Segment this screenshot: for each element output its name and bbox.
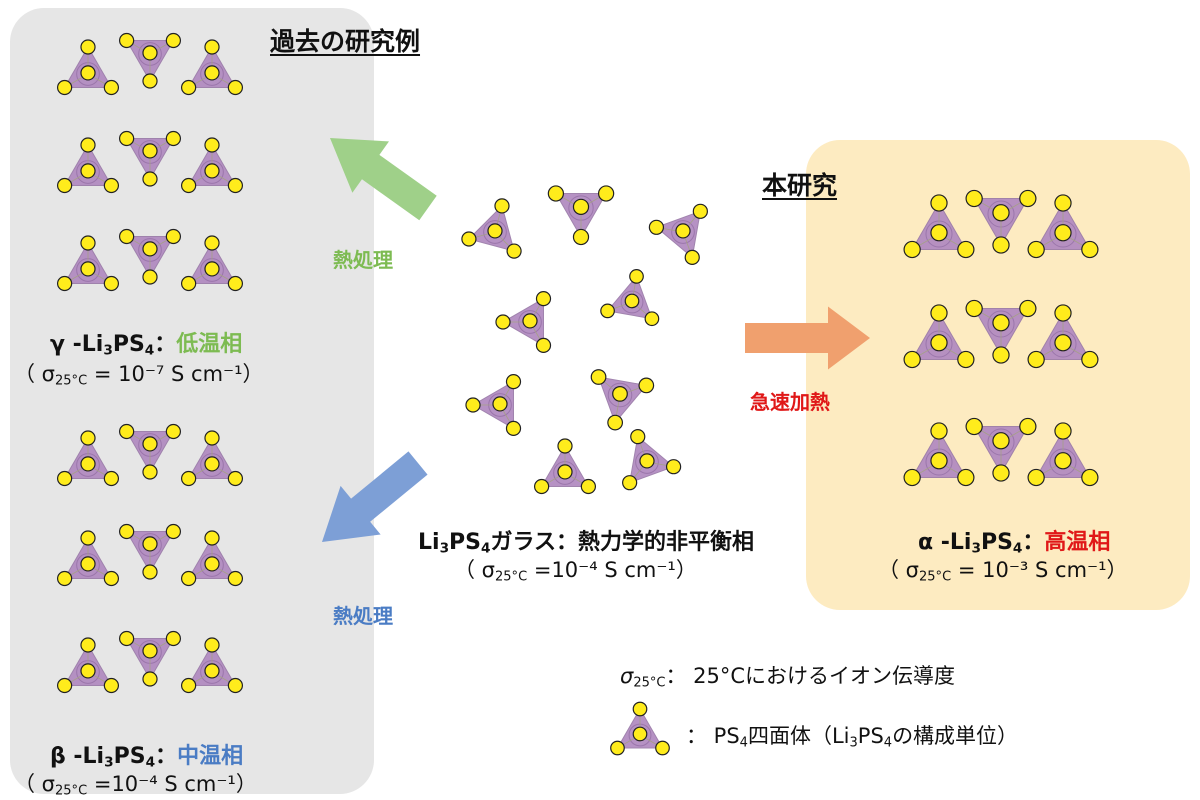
this-study-heading: 本研究 [762, 171, 838, 200]
tetrahedron-icon [965, 189, 1037, 254]
tetrahedron-icon [118, 423, 182, 480]
tetrahedron-icon [495, 290, 552, 354]
past-study-heading: 過去の研究例 [270, 27, 421, 56]
beta-conductivity: （ σ25°C =10⁻⁴ S cm⁻¹） [14, 772, 257, 799]
tetrahedron-icon [180, 235, 244, 292]
tetrahedron-icon [622, 429, 682, 491]
tetrahedron-icon [56, 137, 120, 194]
gamma-phase-name: 低温相 [176, 332, 243, 357]
alpha-phase-caption: α -Li3PS4：高温相 [918, 530, 1111, 557]
tetrahedron-icon [118, 32, 182, 89]
tetrahedron-icon [56, 637, 120, 694]
heat-treatment-label-top: 熱処理 [333, 248, 393, 272]
tetrahedron-icon [180, 637, 244, 694]
tetrahedron-icon [600, 269, 660, 327]
tetrahedron-icon [56, 235, 120, 292]
tetrahedron-icon [533, 438, 597, 495]
glass-caption: Li3PS4ガラス：熱力学的非平衡相 [418, 530, 755, 557]
tetrahedron-icon [56, 430, 120, 487]
blue-arrow-icon [322, 451, 428, 542]
tetrahedron-icon [610, 701, 670, 756]
tetrahedron-icon [180, 137, 244, 194]
orange-arrow-icon [745, 306, 870, 370]
tetrahedron-icon [1027, 422, 1099, 487]
tetrahedron-icon [118, 130, 182, 187]
tetrahedron-icon [903, 194, 975, 259]
green-arrow-icon [330, 138, 437, 221]
legend-sigma-entry: σ25°C： 25°Cにおけるイオン伝導度 [620, 664, 956, 691]
tetrahedron-icon [1027, 304, 1099, 369]
glass-conductivity: （ σ25°C =10⁻⁴ S cm⁻¹） [454, 558, 697, 585]
tetrahedron-icon [648, 203, 708, 265]
tetrahedron-icon [118, 523, 182, 580]
tetrahedron-icon [965, 299, 1037, 364]
legend-tetrahedron-entry: ： PS4四面体（Li3PS4の構成単位） [686, 724, 1019, 751]
rapid-heating-label: 急速加熱 [750, 390, 830, 414]
tetrahedron-icon [465, 373, 522, 437]
gamma-phase-caption: γ -Li3PS4：低温相 [50, 332, 243, 359]
tetrahedron-icon [56, 39, 120, 96]
tetrahedron-icon [118, 630, 182, 687]
past-study-panel [10, 8, 374, 794]
beta-phase-name: 中温相 [177, 744, 244, 769]
tetrahedron-icon [965, 417, 1037, 482]
tetrahedron-icon [1027, 194, 1099, 259]
tetrahedron-icon [903, 422, 975, 487]
gamma-conductivity: （ σ25°C = 10⁻⁷ S cm⁻¹） [14, 362, 264, 389]
tetrahedron-icon [180, 39, 244, 96]
beta-phase-caption: β -Li3PS4：中温相 [50, 744, 244, 771]
tetrahedron-icon [590, 369, 655, 431]
tetrahedron-icon [547, 185, 615, 246]
tetrahedron-icon [180, 530, 244, 587]
tetrahedron-icon [461, 198, 522, 259]
alpha-conductivity: （ σ25°C = 10⁻³ S cm⁻¹） [878, 558, 1128, 585]
heat-treatment-label-bottom: 熱処理 [333, 604, 393, 628]
alpha-phase-name: 高温相 [1044, 530, 1111, 555]
tetrahedron-icon [903, 304, 975, 369]
tetrahedron-icon [56, 530, 120, 587]
tetrahedron-icon [118, 228, 182, 285]
tetrahedron-icon [180, 430, 244, 487]
